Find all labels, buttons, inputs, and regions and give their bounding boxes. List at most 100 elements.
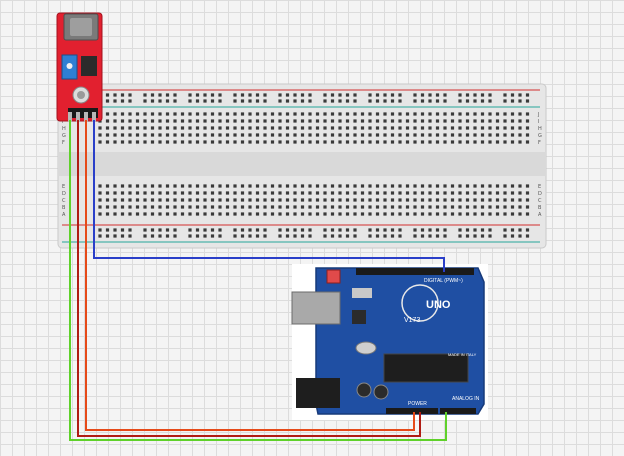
breadboard-hole — [270, 191, 275, 195]
rail-hole — [503, 234, 507, 238]
rail-hole — [308, 228, 312, 232]
power-jack — [296, 378, 340, 408]
rail-hole — [233, 93, 237, 97]
breadboard-hole — [113, 198, 117, 202]
breadboard-hole — [173, 140, 177, 144]
rail-hole — [428, 228, 432, 232]
breadboard-hole — [195, 140, 200, 144]
breadboard-hole — [255, 184, 260, 188]
breadboard-hole — [323, 133, 327, 137]
breadboard-hole — [503, 212, 507, 216]
breadboard-hole — [428, 133, 432, 137]
capacitor-icon — [373, 384, 389, 400]
rail-hole — [218, 99, 222, 103]
rail-hole — [278, 228, 282, 232]
rail-hole — [323, 234, 327, 238]
breadboard-hole — [375, 140, 380, 144]
breadboard: JJIIHHGGFFEEDDCCBBAA — [57, 83, 547, 249]
breadboard-hole — [293, 112, 297, 116]
breadboard-hole — [180, 191, 185, 195]
breadboard-hole — [360, 191, 365, 195]
breadboard-hole — [338, 126, 342, 130]
breadboard-hole — [345, 126, 350, 130]
breadboard-hole — [278, 205, 282, 209]
breadboard-hole — [398, 112, 402, 116]
rail-hole — [203, 93, 207, 97]
breadboard-hole — [458, 198, 462, 202]
rail-hole — [248, 99, 252, 103]
rail-hole — [308, 99, 312, 103]
rail-hole — [488, 234, 492, 238]
breadboard-hole — [450, 205, 455, 209]
breadboard-hole — [435, 119, 440, 123]
breadboard-hole — [345, 205, 350, 209]
sensor-pin-header — [68, 112, 96, 122]
breadboard-hole — [113, 119, 117, 123]
breadboard-hole — [195, 198, 200, 202]
breadboard-hole — [113, 126, 117, 130]
breadboard-hole — [473, 126, 477, 130]
breadboard-hole — [225, 112, 230, 116]
breadboard-hole — [368, 112, 372, 116]
rail-hole — [255, 228, 260, 232]
breadboard-hole — [128, 184, 132, 188]
breadboard-hole — [383, 119, 387, 123]
breadboard-hole — [285, 198, 290, 202]
rail-hole — [278, 93, 282, 97]
breadboard-hole — [413, 191, 417, 195]
wires — [69, 120, 447, 441]
breadboard-hole — [398, 119, 402, 123]
breadboard-hole — [330, 212, 335, 216]
rail-hole — [105, 93, 110, 97]
breadboard-hole — [128, 126, 132, 130]
breadboard-hole — [383, 133, 387, 137]
breadboard-hole — [188, 191, 192, 195]
breadboard-hole — [390, 112, 395, 116]
breadboard-hole — [143, 184, 147, 188]
breadboard-hole — [435, 184, 440, 188]
rail-hole — [203, 228, 207, 232]
rail-hole — [210, 228, 215, 232]
breadboard-hole — [278, 198, 282, 202]
breadboard-hole — [510, 212, 515, 216]
row-letter: E — [62, 184, 65, 190]
breadboard-hole — [143, 198, 147, 202]
sound-sensor-module — [56, 12, 103, 122]
breadboard-hole — [458, 184, 462, 188]
breadboard-hole — [383, 112, 387, 116]
rail-hole — [300, 228, 305, 232]
breadboard-hole — [413, 198, 417, 202]
breadboard-hole — [525, 205, 530, 209]
rail-hole — [128, 99, 132, 103]
breadboard-hole — [503, 112, 507, 116]
rail-hole — [420, 228, 425, 232]
rail-hole — [240, 93, 245, 97]
breadboard-hole — [383, 205, 387, 209]
breadboard-hole — [300, 212, 305, 216]
breadboard-hole — [360, 119, 365, 123]
made-label: MADE IN ITALY — [448, 352, 477, 357]
breadboard-hole — [473, 198, 477, 202]
breadboard-hole — [210, 119, 215, 123]
sensor-pin — [92, 112, 96, 122]
rail-hole — [113, 234, 117, 238]
breadboard-hole — [420, 140, 425, 144]
rail-hole — [285, 93, 290, 97]
rail-hole — [503, 93, 507, 97]
rail-hole — [188, 234, 192, 238]
rail-hole — [383, 99, 387, 103]
breadboard-hole — [233, 119, 237, 123]
breadboard-hole — [375, 119, 380, 123]
rail-hole — [503, 99, 507, 103]
breadboard-hole — [510, 140, 515, 144]
rail-hole — [390, 228, 395, 232]
rail-hole — [458, 99, 462, 103]
breadboard-hole — [293, 119, 297, 123]
breadboard-hole — [420, 133, 425, 137]
row-letter: H — [62, 126, 66, 132]
rail-hole — [443, 234, 447, 238]
breadboard-hole — [218, 126, 222, 130]
row-letter: D — [538, 191, 542, 197]
rail-hole — [473, 93, 477, 97]
breadboard-hole — [458, 205, 462, 209]
